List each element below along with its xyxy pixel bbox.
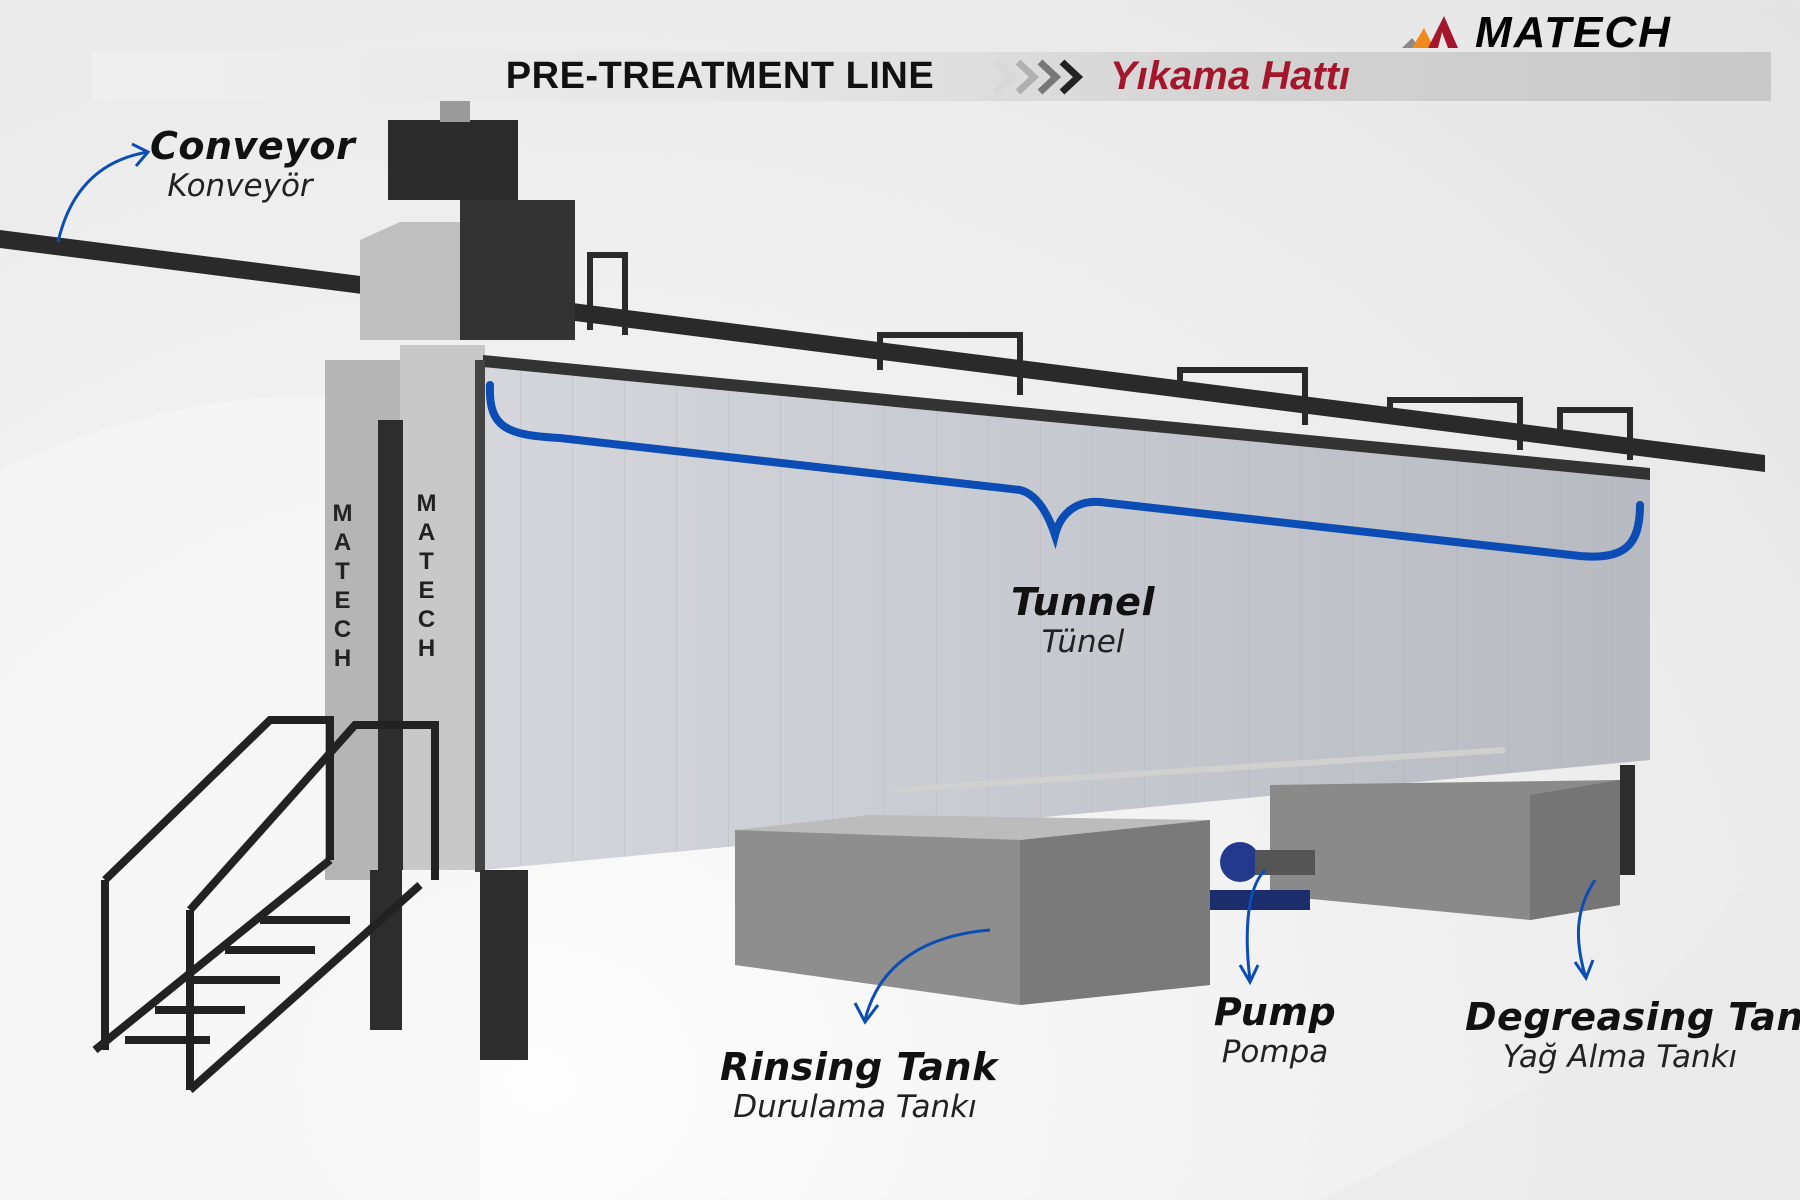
label-en: Rinsing Tank [720,1045,998,1089]
tunnel-brace [485,381,1644,561]
label-tr: Yağ Alma Tankı [1502,1039,1738,1075]
label-pump: Pump Pompa [1195,990,1355,1070]
page-subtitle: Yıkama Hattı [1110,54,1351,98]
tunnel-body [475,355,1650,872]
tower-logo-left: MATECH [329,500,356,674]
staircase [92,716,439,1093]
spray-pipes [889,747,1506,793]
label-tunnel: Tunnel Tünel [993,580,1173,660]
degreasing-tank [1270,780,1620,920]
label-degreasing-tank: Degreasing Tank Yağ Alma Tankı [1465,995,1800,1075]
label-rinsing-tank: Rinsing Tank Durulama Tankı [720,1045,998,1125]
tower-logo-right: MATECH [413,490,440,664]
label-conveyor: Conveyor Konveyör [150,124,356,204]
brand-name: MATECH [1475,8,1672,57]
label-tr: Tünel [1041,624,1125,660]
page-title: PRE-TREATMENT LINE [505,55,935,97]
label-en: Tunnel [1011,580,1155,624]
chevrons-icon [993,59,1084,95]
label-en: Conveyor [150,124,356,168]
label-tr: Konveyör [167,168,313,204]
label-en: Degreasing Tank [1465,995,1800,1039]
pump [1210,842,1315,910]
label-tr: Pompa [1221,1034,1329,1070]
label-tr: Durulama Tankı [733,1089,977,1125]
entrance-tower [325,100,575,880]
label-en: Pump [1213,990,1337,1034]
annotation-arrows [56,142,1597,1025]
header-band [92,52,1771,101]
support-legs [370,765,1635,1060]
rinsing-tank [735,815,1210,1005]
matech-logo-icon [1402,16,1458,48]
